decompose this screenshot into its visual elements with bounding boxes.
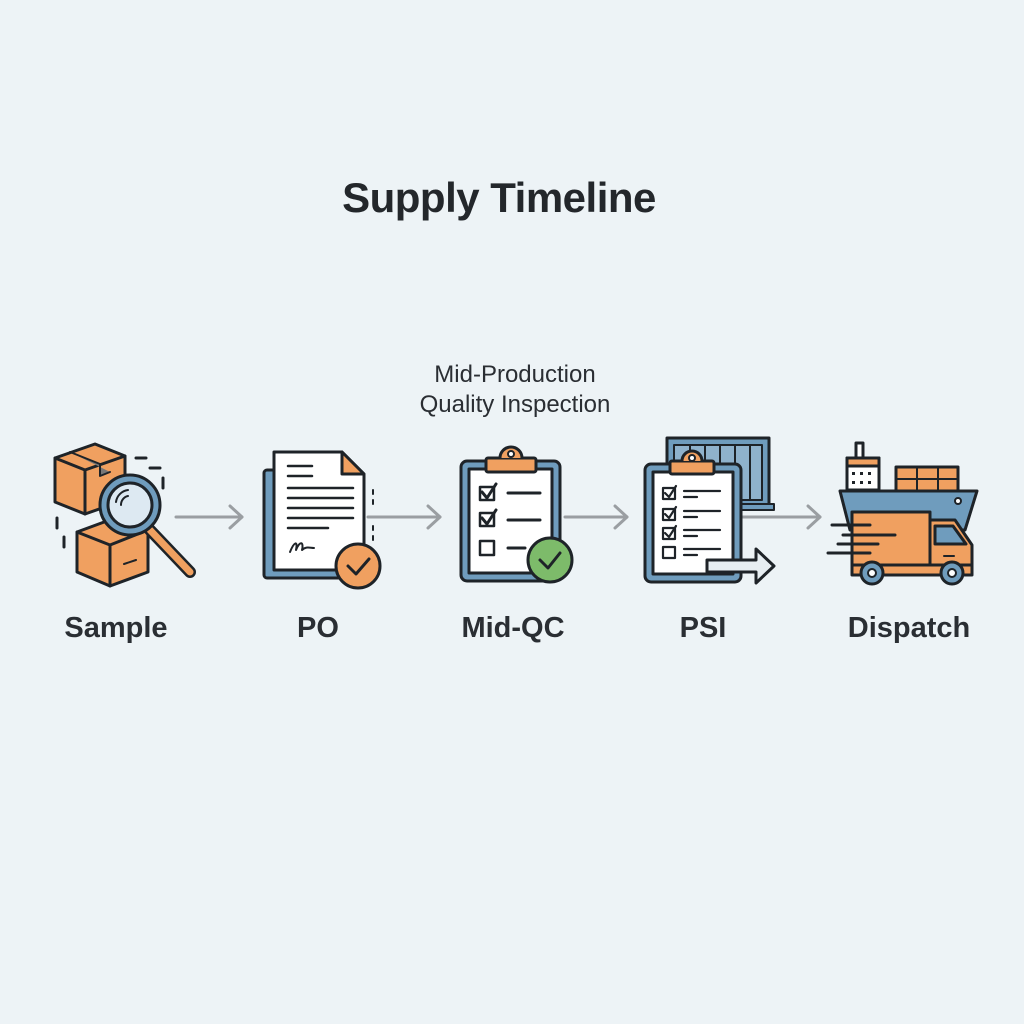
step-label-dispatch: Dispatch bbox=[847, 612, 971, 644]
arrow-2 bbox=[366, 504, 442, 530]
clipboard-container-icon bbox=[643, 436, 776, 585]
step-label-mid-qc: Mid-QC bbox=[461, 612, 565, 644]
step-label-sample: Sample bbox=[64, 612, 168, 644]
signed-document-icon bbox=[262, 450, 382, 590]
mid-qc-annotation: Mid-Production Quality Inspection bbox=[315, 360, 715, 420]
arrow-4 bbox=[740, 504, 822, 530]
boxes-magnifier-icon bbox=[53, 442, 196, 588]
annotation-line-1: Mid-Production bbox=[434, 361, 596, 388]
arrow-1 bbox=[174, 504, 244, 530]
ship-truck-icon bbox=[826, 441, 979, 586]
step-label-po: PO bbox=[297, 612, 339, 644]
annotation-line-2: Quality Inspection bbox=[419, 391, 611, 418]
step-label-psi: PSI bbox=[679, 612, 727, 644]
arrow-3 bbox=[563, 504, 629, 530]
clipboard-check-icon bbox=[459, 445, 574, 584]
diagram-title: Supply Timeline bbox=[342, 174, 656, 221]
